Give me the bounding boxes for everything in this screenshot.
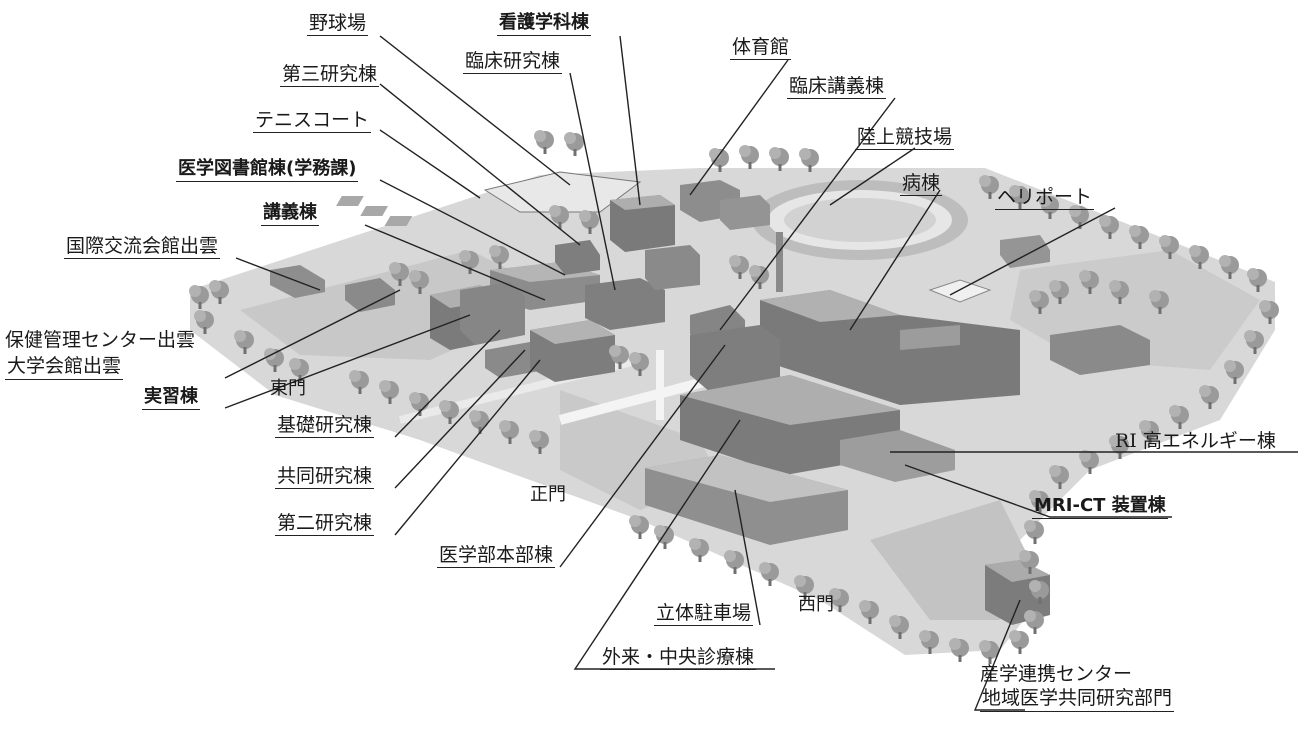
track-infield — [784, 198, 936, 242]
label-track-field: 陸上競技場 — [855, 126, 955, 150]
label-outpatient: 外来・中央診療棟 — [600, 646, 757, 670]
label-heliport: ヘリポート — [995, 186, 1095, 210]
leader-lines — [224, 35, 1298, 711]
tennis-courts — [336, 196, 413, 226]
baseball-field — [483, 171, 642, 213]
label-practice-building: 実習棟 — [142, 386, 200, 410]
label-second-research: 第二研究棟 — [275, 512, 375, 536]
label-library: 医学図書館棟(学務課) — [176, 158, 359, 182]
label-joint-research: 共同研究棟 — [275, 465, 375, 489]
label-basic-research: 基礎研究棟 — [275, 414, 375, 438]
label-ri-building: RI 高エネルギー棟 — [1115, 430, 1276, 452]
buildings — [270, 180, 1150, 625]
label-health-center: 保健管理センター出雲 — [5, 329, 196, 351]
label-mri-ct: MRI-CT 装置棟 — [1032, 495, 1168, 519]
chimney — [776, 232, 783, 292]
label-clinical-lecture: 臨床講義棟 — [787, 75, 887, 99]
label-ward: 病棟 — [900, 172, 943, 196]
label-tennis-court: テニスコート — [253, 109, 372, 133]
label-east-gate: 東門 — [270, 378, 306, 399]
label-nursing-building: 看護学科棟 — [497, 12, 591, 36]
label-gymnasium: 体育館 — [730, 36, 792, 60]
label-regional-joint: 地域医学共同研究部門 — [980, 686, 1175, 712]
heliport-pad — [928, 279, 992, 303]
label-parking: 立体駐車場 — [654, 602, 754, 626]
label-main-gate: 正門 — [530, 484, 566, 505]
label-faculty-hq: 医学部本部棟 — [437, 544, 556, 568]
label-west-gate: 西門 — [798, 594, 834, 615]
label-industry-center: 産学連携センター — [980, 663, 1133, 685]
label-university-hall: 大学会館出雲 — [5, 354, 124, 380]
label-international-hall: 国際交流会館出雲 — [64, 235, 221, 259]
label-baseball-field: 野球場 — [307, 12, 369, 36]
label-lecture-building: 講義棟 — [261, 202, 319, 226]
label-third-research: 第三研究棟 — [280, 63, 380, 87]
label-clinical-research: 臨床研究棟 — [463, 50, 563, 74]
